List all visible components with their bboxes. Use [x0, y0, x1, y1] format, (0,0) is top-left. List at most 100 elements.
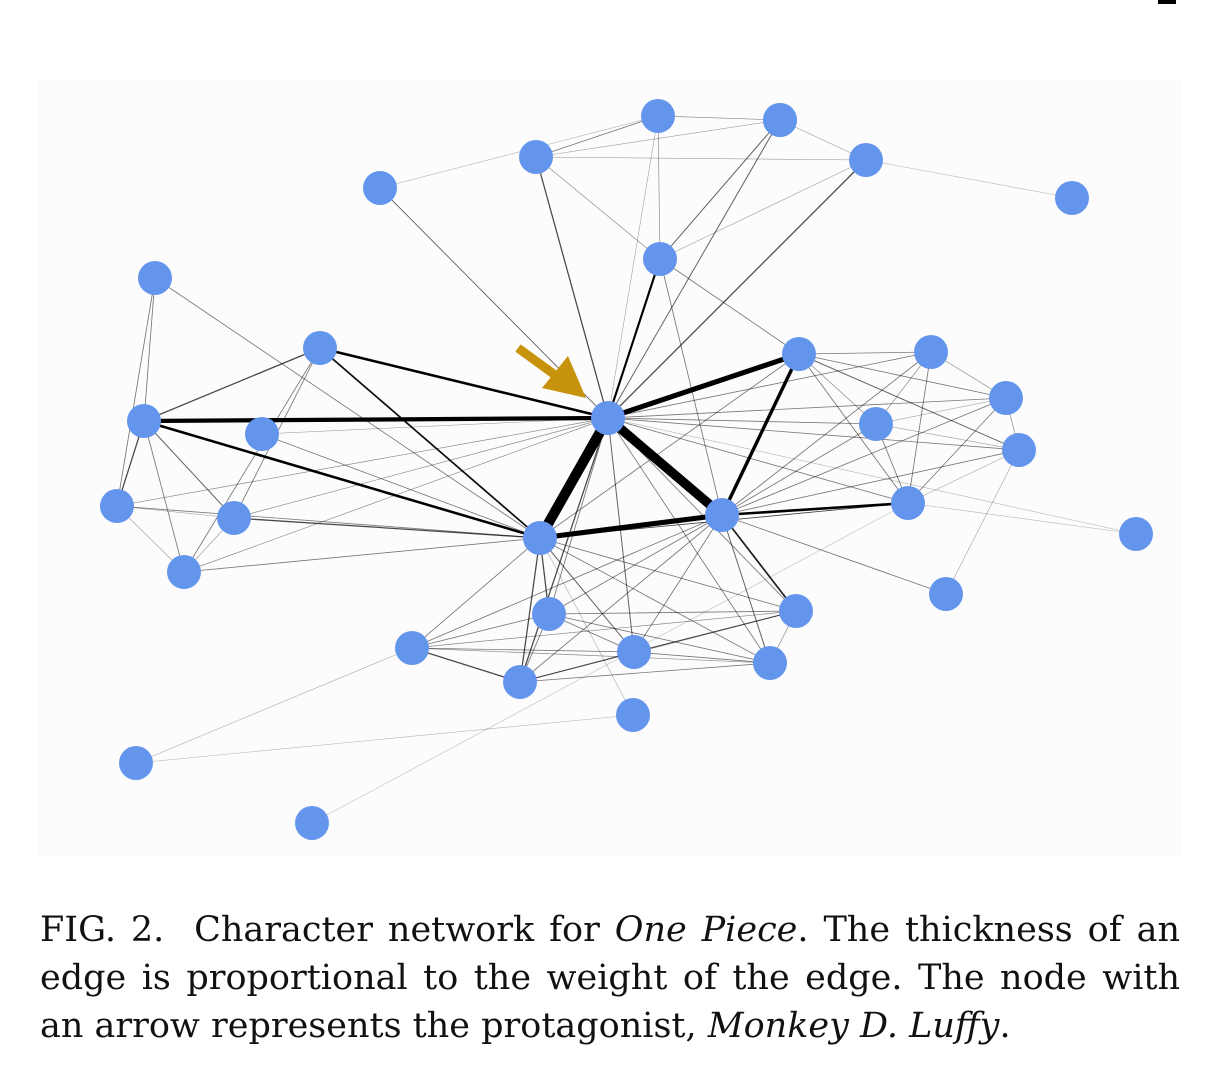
network-edge: [539, 537, 635, 653]
network-edge: [907, 502, 1137, 535]
character-node: [616, 698, 650, 732]
network-edge: [798, 353, 877, 425]
character-node: [929, 577, 963, 611]
character-node: [859, 407, 893, 441]
network-edge: [633, 610, 797, 653]
arrow-head: [542, 356, 586, 398]
network-edge: [721, 423, 877, 516]
network-edge: [607, 417, 877, 425]
network-edge: [519, 537, 541, 683]
network-edge: [607, 119, 781, 419]
network-edge: [721, 514, 771, 664]
network-edge: [319, 347, 541, 539]
network-edge: [142, 419, 542, 540]
network-edge: [603, 413, 727, 520]
caption-text-end: .: [999, 1006, 1011, 1046]
network-edge: [534, 412, 614, 544]
network-edge: [657, 115, 661, 260]
network-edge: [548, 417, 609, 615]
network-edge: [116, 505, 541, 539]
network-edge: [798, 353, 1020, 451]
network-edge: [721, 397, 1007, 516]
caption-text-middle: . The thickness of an edge is proportion…: [40, 910, 1180, 1046]
character-node: [891, 486, 925, 520]
character-node: [363, 171, 397, 205]
network-edge: [607, 417, 1020, 451]
network-edge: [798, 353, 1007, 399]
nodes-layer: [100, 99, 1153, 840]
network-edge: [907, 449, 1020, 504]
network-edge: [535, 156, 867, 161]
network-edge: [411, 537, 541, 649]
network-edge: [411, 647, 521, 683]
network-edge: [607, 397, 1007, 419]
network-edge: [798, 351, 932, 355]
network-edge: [945, 449, 1020, 595]
network-edge: [607, 351, 932, 419]
character-node: [138, 261, 172, 295]
network-edge: [659, 159, 867, 260]
network-edge: [721, 351, 932, 516]
network-edge: [875, 423, 1020, 451]
character-node: [100, 489, 134, 523]
network-edge: [143, 277, 156, 422]
character-node: [532, 597, 566, 631]
network-edge: [907, 351, 932, 504]
network-edge: [154, 277, 541, 539]
network-edge: [659, 119, 781, 260]
character-node: [763, 103, 797, 137]
network-edge: [720, 501, 910, 517]
network-edge: [535, 156, 661, 260]
character-node: [914, 335, 948, 369]
network-edge: [143, 420, 235, 519]
figure-caption: FIG. 2. Character network for One Piece.…: [40, 906, 1180, 1050]
network-edge: [141, 415, 611, 424]
network-edge: [411, 647, 635, 653]
network-edge: [519, 514, 723, 683]
character-node: [119, 746, 153, 780]
network-edge: [535, 119, 781, 158]
character-node: [849, 143, 883, 177]
network-edge: [183, 537, 541, 573]
network-edge: [519, 662, 771, 683]
network-edge: [720, 352, 801, 517]
network-edge: [535, 156, 609, 419]
caption-text-before: Character network for: [194, 910, 615, 950]
network-edge: [311, 502, 909, 824]
network-edge: [657, 115, 781, 121]
character-node: [1002, 433, 1036, 467]
network-edge: [721, 449, 1020, 516]
character-node: [167, 555, 201, 589]
page-corner-mark: [1158, 0, 1176, 4]
character-node: [641, 99, 675, 133]
network-edge: [261, 433, 541, 539]
character-node: [519, 140, 553, 174]
network-edge: [233, 417, 609, 519]
character-node: [617, 635, 651, 669]
network-edge: [875, 397, 1007, 425]
network-edge: [607, 417, 797, 612]
network-edge: [411, 647, 771, 664]
network-edge: [605, 351, 802, 421]
character-node: [705, 498, 739, 532]
character-node: [989, 381, 1023, 415]
network-edge: [379, 115, 659, 189]
character-node: [1119, 517, 1153, 551]
network-edge: [135, 647, 413, 764]
network-edge: [183, 347, 321, 573]
network-figure-panel: [38, 80, 1182, 856]
network-edge: [143, 347, 321, 422]
character-node: [503, 665, 537, 699]
network-edge: [539, 537, 797, 612]
network-edge: [607, 159, 867, 419]
character-node: [217, 501, 251, 535]
network-edge: [135, 714, 634, 764]
network-edge: [535, 115, 659, 158]
protagonist-arrow: [515, 344, 586, 398]
network-edge: [116, 417, 609, 507]
character-node: [127, 404, 161, 438]
network-edge: [607, 417, 909, 504]
network-edge: [411, 514, 723, 649]
network-edge: [721, 514, 797, 612]
network-edge: [907, 397, 1007, 504]
